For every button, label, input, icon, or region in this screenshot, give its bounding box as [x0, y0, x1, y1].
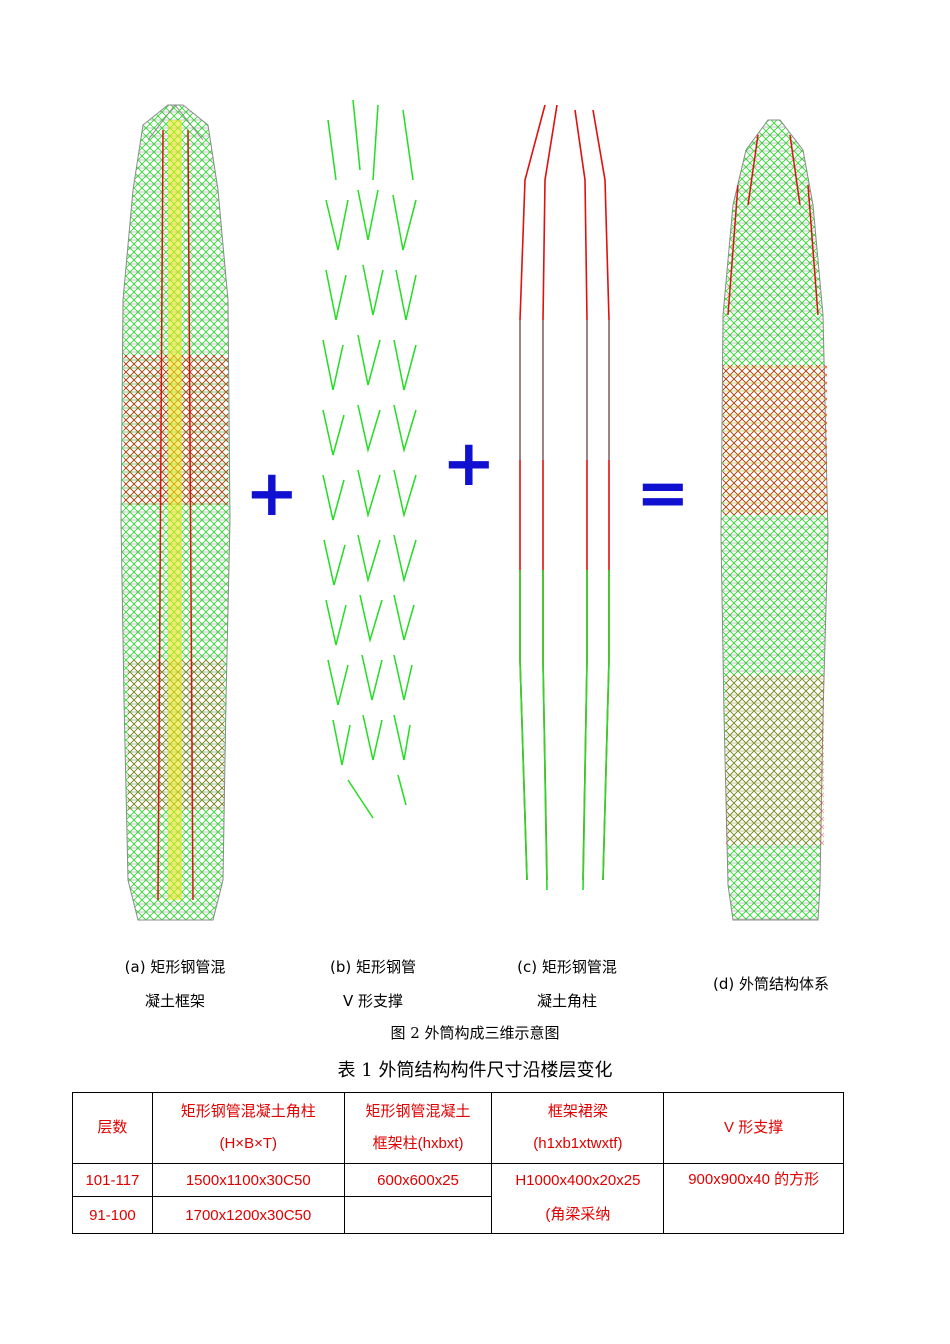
caption-line: (c) 矩形钢管混: [517, 958, 617, 976]
caption-line: (a) 矩形钢管混: [124, 958, 226, 976]
v-brace-drawing: [322, 100, 417, 819]
table-cell: 1500x1100x30C50: [151, 1163, 345, 1197]
figure-caption: 图 2 外筒构成三维示意图: [390, 1024, 560, 1042]
outer-tube-drawing: [720, 119, 829, 921]
table-title: 表 1 外筒结构构件尺寸沿楼层变化: [337, 1060, 613, 1081]
header-cell: 矩形钢管混凝土 框架柱(hxbxt): [343, 1092, 493, 1164]
header-cell: 矩形钢管混凝土角柱 (H×B×T): [151, 1092, 345, 1164]
header-text: 框架裙梁: [547, 1103, 608, 1120]
panel-a-caption: (a) 矩形钢管混 凝土框架: [90, 950, 260, 1018]
panel-d-caption: (d) 外筒结构体系: [686, 967, 856, 1001]
table-cell: 600x600x25: [343, 1163, 493, 1197]
plus-operator: +: [442, 427, 496, 501]
member-size-table: 层数 矩形钢管混凝土角柱 (H×B×T) 矩形钢管混凝土 框架柱(hxbxt) …: [72, 1092, 844, 1234]
table-cell: [343, 1196, 493, 1234]
table-row: 101-117 1500x1100x30C50 600x600x25 H1000…: [72, 1163, 844, 1234]
table-header-row: 层数 矩形钢管混凝土角柱 (H×B×T) 矩形钢管混凝土 框架柱(hxbxt) …: [72, 1092, 844, 1164]
header-text: 框架柱(hxbxt): [372, 1135, 464, 1152]
header-text: 矩形钢管混凝土: [365, 1103, 471, 1120]
table-cell: 1700x1200x30C50: [151, 1196, 345, 1234]
panel-c-caption: (c) 矩形钢管混 凝土角柱: [482, 950, 652, 1018]
caption-line: V 形支撑: [342, 992, 404, 1010]
header-cell: 框架裙梁 (h1xb1xtwxtf): [491, 1092, 665, 1164]
corner-column-drawing: [519, 104, 610, 891]
caption-line: 凝土框架: [144, 992, 205, 1010]
panel-b-caption: (b) 矩形钢管 V 形支撑: [288, 950, 458, 1018]
cell-text: (角梁采纳: [545, 1206, 611, 1223]
header-cell: 层数: [72, 1092, 153, 1164]
header-cell: V 形支撑: [663, 1092, 844, 1164]
header-text: (h1xb1xtwxtf): [533, 1135, 623, 1152]
table-cell: 900x900x40 的方形: [663, 1163, 844, 1234]
table-cell: 101-117: [72, 1163, 153, 1197]
table-cell: H1000x400x20x25 (角梁采纳: [491, 1163, 665, 1234]
plus-operator: +: [245, 457, 299, 531]
caption-line: 凝土角柱: [536, 992, 597, 1010]
header-text: 层数: [97, 1119, 128, 1136]
caption-line: (b) 矩形钢管: [330, 958, 416, 976]
table-cell: 91-100: [72, 1196, 153, 1234]
header-text: (H×B×T): [219, 1135, 277, 1152]
header-text: 矩形钢管混凝土角柱: [180, 1103, 316, 1120]
table-row: 91-100 1700x1200x30C50: [72, 1196, 844, 1234]
cell-text: H1000x400x20x25: [515, 1172, 641, 1189]
caption-line: (d) 外筒结构体系: [713, 975, 829, 993]
header-text: V 形支撑: [724, 1119, 784, 1136]
equals-operator: =: [636, 457, 690, 531]
tower-frame-drawing: [120, 104, 231, 921]
